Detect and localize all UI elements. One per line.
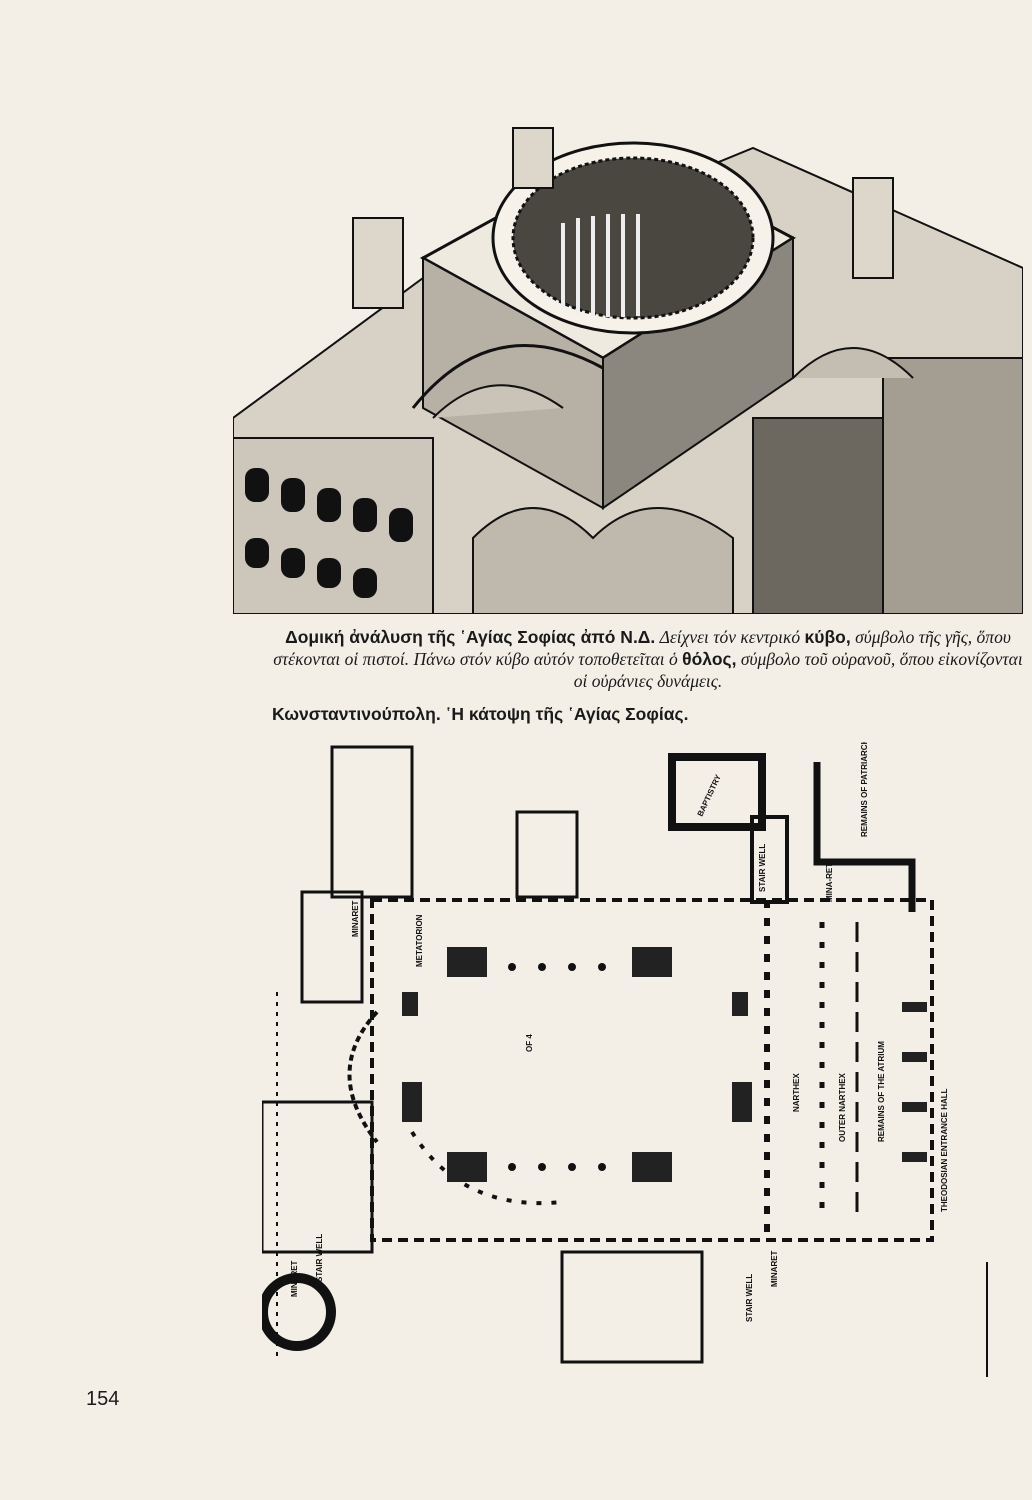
caption-term-cube: κύβο, xyxy=(804,627,851,647)
label-patriarchal-palace: REMAINS OF PATRIARCHAL PALACE xyxy=(860,742,869,837)
label-baptistry: BAPTISTRY xyxy=(696,773,723,818)
hagia-sophia-floor-plan: MINARET METATORION BAPTISTRY STAIR WELL … xyxy=(262,742,988,1377)
hagia-sophia-axonometric-illustration xyxy=(233,127,1023,614)
label-outer-narthex: OUTER NARTHEX xyxy=(838,1072,847,1142)
label-narthex: NARTHEX xyxy=(792,1073,801,1112)
caption-text-1: Δείχνει τόν κεντρικό xyxy=(659,627,801,647)
label-minaret-nw: MINARET xyxy=(351,900,360,937)
label-center-mark: OF 4 xyxy=(525,1034,534,1052)
label-minaret-ne: MINA-RET xyxy=(825,863,834,902)
label-entrance-hall: THEODOSIAN ENTRANCE HALL xyxy=(940,1088,949,1212)
label-stair-well-n: STAIR WELL xyxy=(758,844,767,892)
plan-caption: Κωνσταντινούπολη. ῾Η κάτοψη τῆς ῾Αγίας Σ… xyxy=(272,704,689,724)
label-stair-well-s: STAIR WELL xyxy=(745,1274,754,1322)
illustration-caption: Δομική ἀνάλυση τῆς ῾Αγίας Σοφίας ἀπό Ν.Δ… xyxy=(272,626,1024,692)
caption-text-3: σύμβολο τοῦ οὐρανοῦ, ὅπου εἰκονίζονται ο… xyxy=(573,649,1023,691)
label-atrium: REMAINS OF THE ATRIUM xyxy=(877,1041,886,1142)
caption-term-dome: θόλος, xyxy=(682,649,737,669)
label-metatorion: METATORION xyxy=(415,914,424,967)
page-number: 154 xyxy=(86,1388,120,1410)
label-minaret-sw: MINARET xyxy=(290,1260,299,1297)
caption-title: Δομική ἀνάλυση τῆς ῾Αγίας Σοφίας ἀπό Ν.Δ… xyxy=(285,627,656,647)
label-stair-well-sw: STAIR WELL xyxy=(315,1234,324,1282)
label-minaret-se: MINARET xyxy=(770,1250,779,1287)
caption-text-2: σύμβολο τῆς γῆς, ὅπου στέκονται οἱ πιστο… xyxy=(273,627,1011,669)
